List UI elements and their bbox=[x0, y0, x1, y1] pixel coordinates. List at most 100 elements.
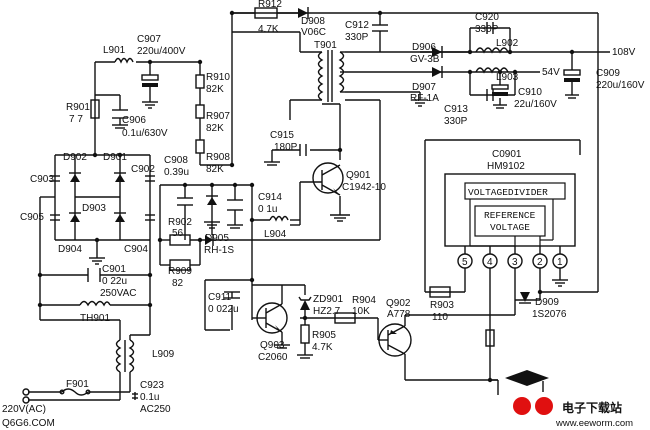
label-c915-value: 180P bbox=[274, 142, 298, 153]
label-c901-value: 0 22u bbox=[102, 276, 127, 287]
ic-hm9102 bbox=[444, 173, 576, 269]
label-d908-type: V06C bbox=[301, 27, 326, 38]
capacitor-c923 bbox=[132, 393, 138, 399]
wiring-middle bbox=[159, 99, 381, 331]
diode-d908 bbox=[298, 7, 309, 19]
label-l903: L903 bbox=[496, 72, 519, 83]
label-c907-value: 220u/400V bbox=[137, 46, 186, 57]
label-q902: Q902 bbox=[386, 298, 411, 309]
label-c910: C910 bbox=[518, 87, 542, 98]
capacitor-c901 bbox=[87, 268, 101, 282]
label-r905: R905 bbox=[312, 330, 336, 341]
label-voltage-divider: VOLTAGEDIVIDER bbox=[468, 187, 548, 198]
label-l909: L909 bbox=[152, 349, 175, 360]
label-c909: C909 bbox=[596, 68, 620, 79]
label-c908-value: 0.39u bbox=[164, 167, 189, 178]
label-r910-value: 82K bbox=[206, 84, 224, 95]
label-zd901-type: HZ2.7 bbox=[313, 306, 341, 317]
zener-zd901 bbox=[282, 284, 355, 319]
label-d906: D906 bbox=[412, 42, 436, 53]
wiring-ic bbox=[424, 139, 598, 395]
label-r907: R907 bbox=[206, 111, 230, 122]
label-c904: C904 bbox=[124, 244, 148, 255]
label-r912: R912 bbox=[258, 0, 282, 10]
label-c902: C902 bbox=[131, 164, 155, 175]
label-c901-rating: 250VAC bbox=[100, 288, 137, 299]
label-r902: R902 bbox=[168, 217, 192, 228]
bug-logo-icon bbox=[513, 397, 531, 415]
label-reference: REFERENCE bbox=[484, 210, 536, 221]
label-r910: R910 bbox=[206, 72, 230, 83]
transistor-q902 bbox=[377, 314, 498, 381]
label-r901-value: 7 7 bbox=[69, 114, 83, 125]
label-pin3: 3 bbox=[512, 257, 518, 268]
label-c914: C914 bbox=[258, 192, 282, 203]
label-d905: D905 bbox=[205, 233, 229, 244]
label-t901: T901 bbox=[314, 40, 337, 51]
label-c906: C906 bbox=[122, 115, 146, 126]
label-c923-rating: AC250 bbox=[140, 404, 171, 415]
ground-ic bbox=[552, 279, 568, 287]
thermistor-th901 bbox=[79, 300, 111, 307]
ac-input-terminals bbox=[22, 388, 30, 404]
label-d909: D909 bbox=[535, 297, 559, 308]
label-d901: D901 bbox=[103, 152, 127, 163]
resistor-r912 bbox=[232, 7, 298, 19]
watermark-left-text: Q6G6.COM bbox=[2, 418, 55, 429]
watermark-brand-text: 电子下载站 bbox=[562, 400, 622, 415]
label-l902: L902 bbox=[496, 38, 519, 49]
label-pin5: 5 bbox=[462, 257, 468, 268]
resistor-r907 bbox=[195, 104, 205, 119]
label-q901-type: C1942-10 bbox=[342, 182, 386, 193]
label-c915: C915 bbox=[270, 130, 294, 141]
label-r909: R909 bbox=[168, 266, 192, 277]
inductor-l902 bbox=[475, 47, 509, 54]
resistor-r901 bbox=[90, 99, 100, 119]
capacitor-c906 bbox=[95, 94, 128, 129]
label-c913-value: 330P bbox=[444, 116, 468, 127]
label-c909-value: 220u/160V bbox=[596, 80, 645, 91]
capacitor-c902 bbox=[145, 175, 155, 182]
diode-zener-cluster bbox=[204, 195, 220, 229]
fuse-f901 bbox=[59, 388, 91, 396]
label-q903: Q903 bbox=[260, 340, 285, 351]
label-r908-value: 82K bbox=[206, 164, 224, 175]
ground-secondary bbox=[412, 99, 428, 107]
capacitor-c909 bbox=[563, 69, 581, 99]
resistor-r910 bbox=[195, 74, 205, 89]
capacitor-c904 bbox=[145, 214, 155, 221]
resistor-r909 bbox=[169, 259, 191, 271]
label-l904: L904 bbox=[264, 229, 287, 240]
label-c906-value: 0.1u/630V bbox=[122, 128, 168, 139]
transistor-q903 bbox=[252, 284, 290, 349]
label-c911: C911 bbox=[208, 292, 232, 303]
label-108v: 108V bbox=[612, 47, 636, 58]
component-labels: R912 4.7K D908 V06C C912 330P C920 330P … bbox=[2, 0, 645, 415]
label-c910-value: 22u/160V bbox=[514, 99, 557, 110]
label-d908: D908 bbox=[301, 16, 325, 27]
label-voltage: VOLTAGE bbox=[490, 222, 530, 233]
label-c908: C908 bbox=[164, 155, 188, 166]
capacitor-c905 bbox=[50, 214, 60, 221]
label-c920-value: 330P bbox=[475, 24, 499, 35]
diode-d906 bbox=[432, 46, 443, 58]
label-d907: D907 bbox=[412, 82, 436, 93]
label-ic: C0901 bbox=[492, 149, 522, 160]
label-f901: F901 bbox=[66, 379, 89, 390]
transformer-t901 bbox=[232, 31, 345, 120]
inductor-l901 bbox=[114, 57, 134, 64]
label-r904-value: 10K bbox=[352, 306, 370, 317]
label-c923-value: 0.1u bbox=[140, 392, 159, 403]
label-c913: C913 bbox=[444, 104, 468, 115]
resistor-r905 bbox=[297, 318, 313, 359]
capacitor-c903 bbox=[50, 175, 60, 182]
capacitor-c915 bbox=[299, 144, 307, 156]
label-pin2: 2 bbox=[537, 257, 543, 268]
label-q902-type: A778 bbox=[387, 309, 411, 320]
diode-d901 bbox=[114, 172, 126, 182]
label-c907: C907 bbox=[137, 34, 161, 45]
label-d906-type: GV-3B bbox=[410, 54, 440, 65]
resistor-r904 bbox=[334, 312, 378, 324]
